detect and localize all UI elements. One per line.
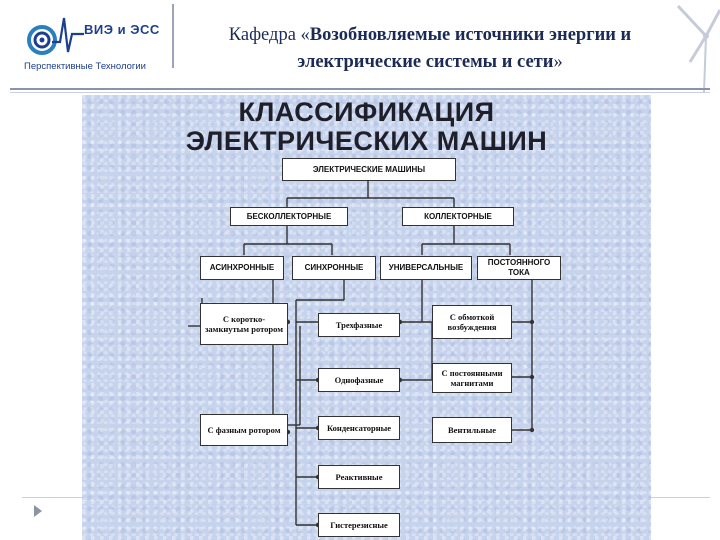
department-logo: ВИЭ и ЭСС Перспективные Технологии [22,12,162,78]
department-title: Кафедра «Возобновляемые источники энерги… [180,22,680,76]
header-divider-thin [10,92,710,93]
classification-slide: КЛАССИФИКАЦИЯ ЭЛЕКТРИЧЕСКИХ МАШИН [82,95,651,540]
logo-subtitle-part1: Перспективные [24,61,93,72]
slide-header: ВИЭ и ЭСС Перспективные Технологии Кафед… [0,0,720,93]
node-direct-current: ПОСТОЯННОГО ТОКА [477,256,561,280]
node-squirrel-cage-rotor: С коротко-замкнутым ротором [200,303,288,345]
node-collector: КОЛЛЕКТОРНЫЕ [402,207,514,226]
logo-subtitle: Перспективные Технологии [24,61,146,72]
node-wound-rotor: С фазным ротором [200,414,288,446]
triangle-bullet-icon [34,505,42,517]
header-divider [10,88,710,90]
node-synchronous: СИНХРОННЫЕ [292,256,376,280]
title-line1: Возобновляемые источники энергии и [309,25,632,45]
node-hysteresis: Гистерезисные [318,513,400,537]
node-electric-machines: ЭЛЕКТРИЧЕСКИЕ МАШИНЫ [282,158,456,181]
node-capacitor: Конденсаторные [318,416,400,440]
node-asynchronous: АСИНХРОННЫЕ [200,256,284,280]
node-three-phase: Трехфазные [318,313,400,337]
title-line2: электрические системы и сети [297,52,554,72]
logo-name: ВИЭ и ЭСС [84,22,160,37]
header-vertical-divider [172,4,174,68]
node-brushless: БЕСКОЛЛЕКТОРНЫЕ [230,207,348,226]
node-single-phase: Однофазные [318,368,400,392]
title-prefix: Кафедра « [228,25,310,45]
logo-swirl-icon [27,17,84,55]
node-valve: Вентильные [432,417,512,443]
node-permanent-magnets: С постоянными магнитами [432,363,512,393]
title-suffix: » [553,52,563,72]
node-universal: УНИВЕРСАЛЬНЫЕ [380,256,472,280]
node-reactive: Реактивные [318,465,400,489]
logo-subtitle-part2: Технологии [95,61,146,72]
node-field-winding: С обмоткой возбуждения [432,305,512,339]
wind-turbine-icon [676,4,720,92]
slide-title-line2: ЭЛЕКТРИЧЕСКИХ МАШИН [185,126,548,156]
slide-title-line1: КЛАССИФИКАЦИЯ [238,97,495,127]
